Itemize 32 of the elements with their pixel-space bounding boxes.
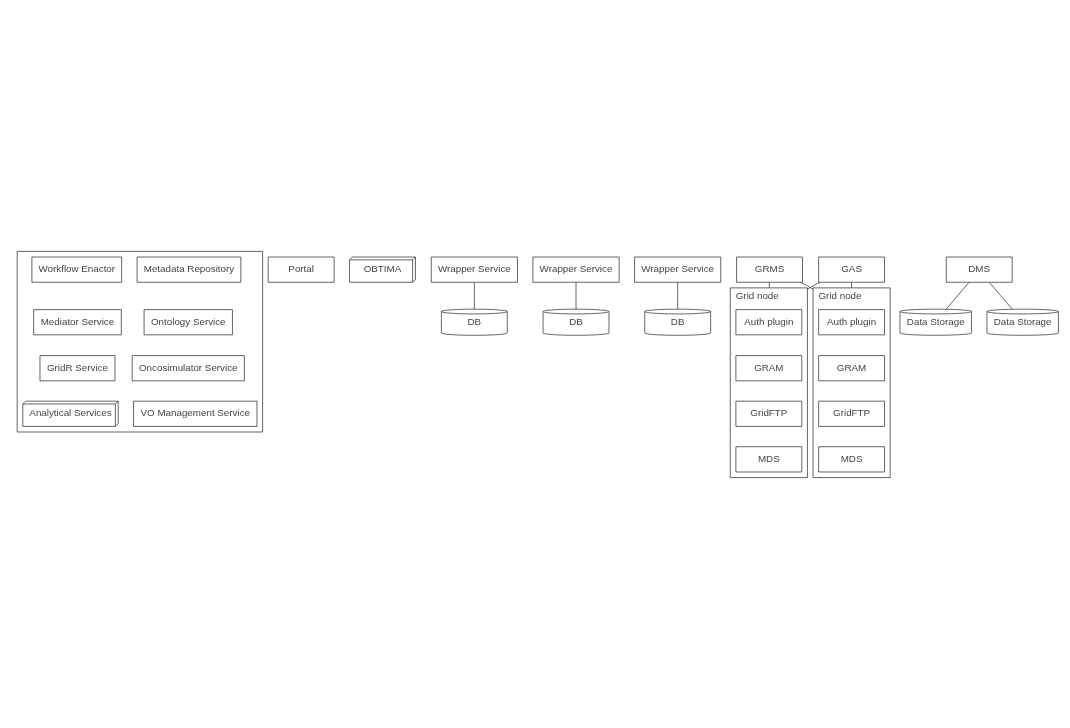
node-box: MDS	[735, 445, 803, 472]
connector	[851, 281, 852, 288]
node-box: MDS	[818, 445, 885, 472]
node-box: GRMS	[736, 256, 803, 283]
node-box: Ontology Service	[143, 308, 233, 335]
node-box: Wrapper Service	[532, 256, 620, 283]
node-box: Workflow Enactor	[31, 256, 122, 283]
node-box: Wrapper Service	[430, 256, 518, 283]
connector	[677, 281, 679, 309]
connector	[807, 281, 821, 290]
connector	[768, 281, 770, 288]
node-box: Wrapper Service	[634, 256, 722, 283]
connector	[474, 281, 475, 309]
node-box: GRAM	[735, 354, 803, 381]
connector	[945, 281, 970, 309]
node-box: Auth plugin	[735, 308, 803, 335]
node-box: Portal	[267, 256, 335, 283]
connector	[575, 281, 577, 309]
node-box: GridFTP	[735, 400, 803, 427]
node-box: GAS	[818, 256, 885, 283]
node-box: GridR Service	[39, 354, 116, 381]
node-box: GridFTP	[818, 400, 885, 427]
node-box: Metadata Repository	[136, 256, 242, 283]
cluster	[16, 250, 263, 432]
node-box: Auth plugin	[818, 308, 885, 335]
connector	[800, 281, 814, 290]
connector	[989, 281, 1013, 309]
node-box: Mediator Service	[33, 308, 122, 335]
node-box: DMS	[945, 256, 1013, 283]
node-box: GRAM	[818, 354, 885, 381]
node-box: VO Management Service	[133, 400, 258, 427]
node-box: Oncosimulator Service	[131, 354, 245, 381]
